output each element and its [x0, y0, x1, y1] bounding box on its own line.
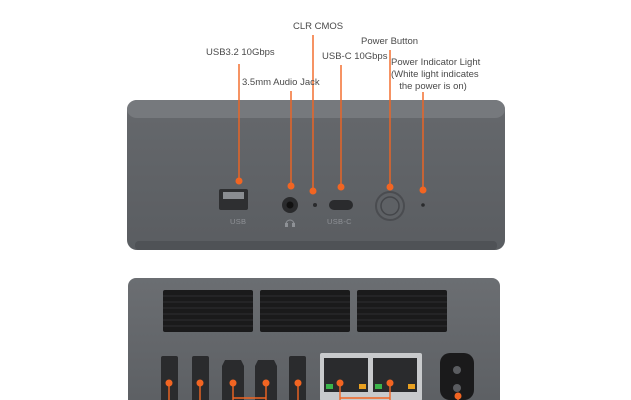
- front-bottom-shadow: [135, 241, 497, 250]
- rear-usb-ports: [161, 356, 306, 400]
- rear-panel: [128, 278, 500, 400]
- rear-ethernet-ports: [320, 353, 422, 400]
- usb-a-port-front: [219, 189, 248, 210]
- usb-port-label: USB: [230, 217, 247, 226]
- audio-jack-port: [282, 197, 298, 213]
- callout-power-indicator: Power Indicator Light (White light indic…: [391, 57, 481, 93]
- front-top-edge: [127, 100, 505, 118]
- callout-power-indicator-line2: (White light indicates: [391, 69, 479, 80]
- callout-usbc: USB-C 10Gbps: [322, 51, 388, 62]
- front-callout-dots: [235, 177, 427, 195]
- callout-power-button: Power Button: [361, 36, 419, 47]
- rear-power-inlet: [440, 353, 474, 400]
- clr-cmos-pinhole: [313, 203, 317, 207]
- front-chassis: [127, 100, 505, 250]
- vent-grilles: [163, 290, 447, 332]
- power-button-graphic: [375, 191, 405, 221]
- callout-audio-jack: 3.5mm Audio Jack: [242, 77, 320, 88]
- front-callout-lines: [238, 35, 424, 191]
- callout-power-indicator-line1: Power Indicator Light: [391, 57, 481, 68]
- callout-usb32: USB3.2 10Gbps: [206, 47, 275, 58]
- usb-c-port-front: [329, 200, 353, 210]
- headphone-icon: [285, 219, 295, 227]
- usbc-port-label: USB-C: [327, 217, 352, 226]
- power-indicator-led: [421, 203, 425, 207]
- callout-clr-cmos: CLR CMOS: [293, 21, 344, 32]
- front-panel: [127, 100, 505, 250]
- rear-callout-dots: [165, 379, 462, 400]
- callout-power-indicator-line3: the power is on): [399, 81, 467, 92]
